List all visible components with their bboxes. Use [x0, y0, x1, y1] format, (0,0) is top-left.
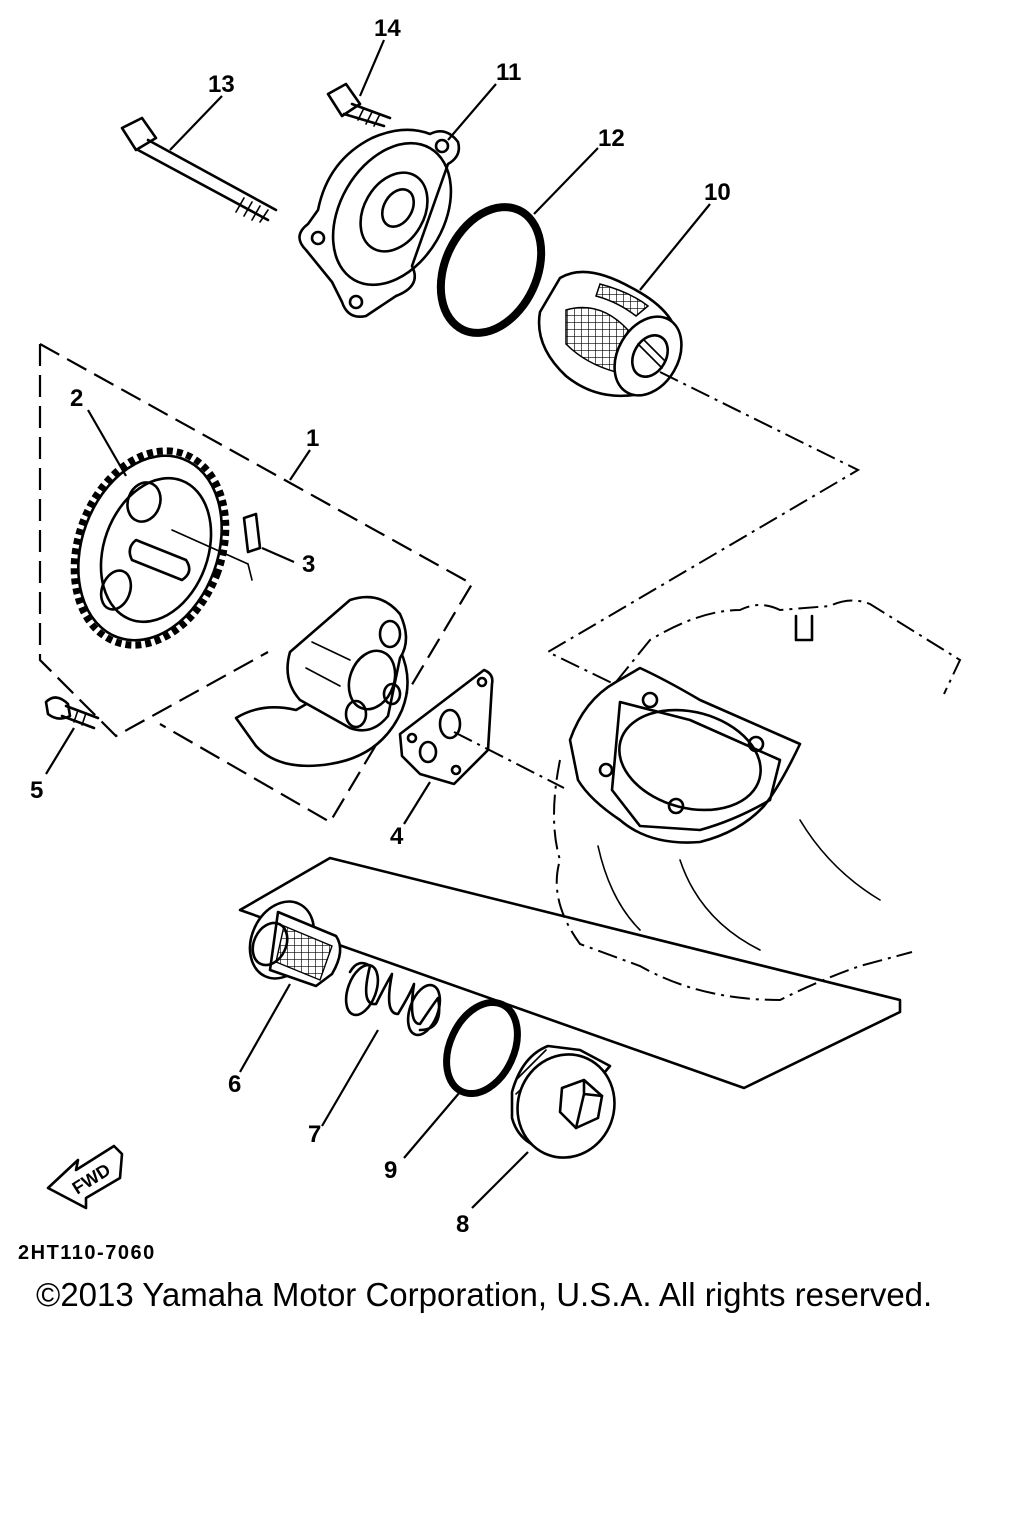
callout-9: 9 — [384, 1157, 397, 1184]
callout-3: 3 — [302, 551, 315, 578]
filter-cover-part-11 — [298, 83, 497, 318]
oil-strainer-part-6 — [239, 900, 342, 1073]
screw-part-5 — [44, 696, 100, 775]
callout-7: 7 — [308, 1121, 321, 1148]
callout-4: 4 — [390, 823, 404, 850]
gasket-leader-line — [453, 731, 565, 789]
strainer-group-outline — [238, 856, 902, 1090]
crankcase-outline — [553, 599, 962, 1002]
copyright-notice: ©2013 Yamaha Motor Corporation, U.S.A. A… — [36, 1276, 933, 1313]
callout-5: 5 — [30, 777, 43, 804]
spring-part-7 — [321, 961, 442, 1127]
filter-leader-line — [545, 371, 861, 685]
callout-8: 8 — [456, 1211, 469, 1238]
oil-pump-exploded-diagram: FWD 1 2 3 4 5 6 7 8 9 10 11 12 13 14 — [30, 15, 962, 1238]
pump-gasket-part-4 — [398, 668, 494, 825]
long-bolt-part-13 — [120, 95, 278, 223]
o-ring-part-9 — [403, 998, 521, 1159]
o-ring-part-12 — [436, 147, 599, 337]
diagram-code-label: 2HT110-7060 — [18, 1242, 156, 1264]
callout-1: 1 — [306, 425, 319, 452]
callout-2: 2 — [70, 385, 83, 412]
callout-10: 10 — [704, 179, 731, 206]
drain-plug-part-8 — [471, 1044, 616, 1209]
callout-14: 14 — [374, 15, 401, 42]
callout-12: 12 — [598, 125, 625, 152]
dowel-pin-part-3 — [242, 512, 295, 564]
callout-13: 13 — [208, 71, 235, 98]
short-bolt-part-14 — [326, 39, 392, 128]
pump-drive-gear-part-2 — [70, 409, 253, 649]
callout-11: 11 — [496, 59, 521, 86]
oil-filter-element-part-10 — [537, 203, 711, 398]
oil-pump-body — [234, 595, 409, 768]
callout-6: 6 — [228, 1071, 241, 1098]
forward-direction-arrow-icon: FWD — [46, 1144, 124, 1210]
